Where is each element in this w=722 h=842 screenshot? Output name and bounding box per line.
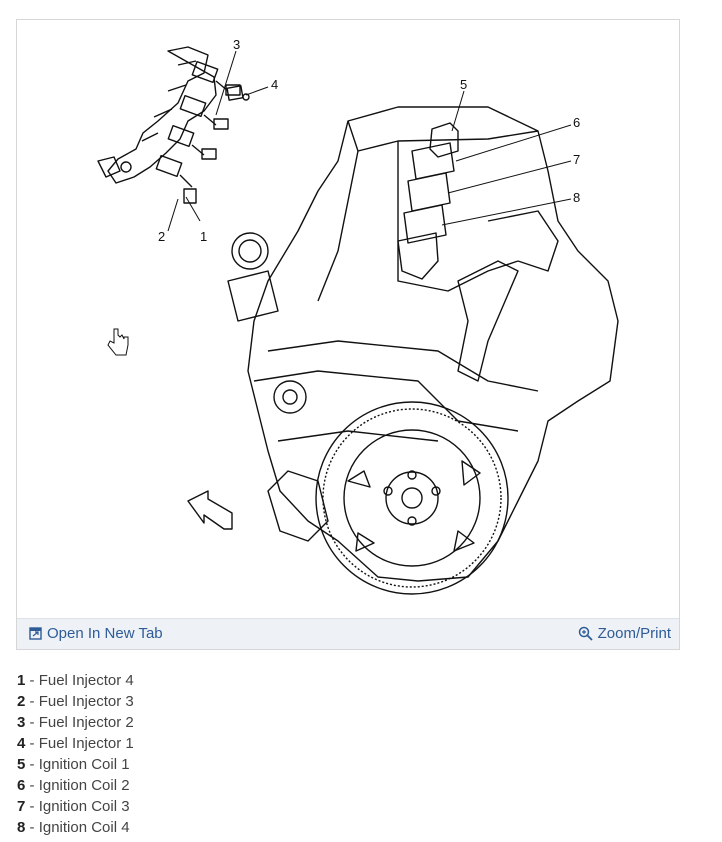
callout-6: 6 <box>573 115 580 130</box>
legend-item: 8 - Ignition Coil 4 <box>17 817 134 838</box>
legend-separator: - <box>25 756 39 773</box>
legend-text: Fuel Injector 3 <box>38 693 134 710</box>
legend-number: 3 <box>17 714 26 731</box>
legend-separator: - <box>25 777 39 794</box>
legend-number: 2 <box>17 693 26 710</box>
legend-item: 6 - Ignition Coil 2 <box>17 775 134 796</box>
fuel-injector-1-part <box>226 85 250 101</box>
legend-separator: - <box>25 798 39 815</box>
legend-number: 7 <box>17 798 26 815</box>
legend-text: Ignition Coil 1 <box>38 756 130 773</box>
callout-8: 8 <box>573 190 580 205</box>
legend-item: 3 - Fuel Injector 2 <box>17 712 134 733</box>
zoom-print-link[interactable]: Zoom/Print <box>578 625 671 642</box>
legend-separator: - <box>25 819 39 836</box>
legend-number: 6 <box>17 777 26 794</box>
legend-number: 5 <box>17 756 26 773</box>
engine-diagram[interactable]: 1 2 3 4 5 6 7 8 <box>18 21 678 619</box>
legend-text: Fuel Injector 2 <box>38 714 134 731</box>
legend-text: Ignition Coil 4 <box>38 819 130 836</box>
diagram-toolbar: Open In New Tab Zoom/Print <box>17 618 679 649</box>
legend-item: 2 - Fuel Injector 3 <box>17 691 134 712</box>
legend-item: 5 - Ignition Coil 1 <box>17 754 134 775</box>
legend-number: 4 <box>17 735 26 752</box>
callout-4: 4 <box>271 77 278 92</box>
legend-text: Fuel Injector 4 <box>38 672 134 689</box>
legend-separator: - <box>25 714 39 731</box>
legend-item: 7 - Ignition Coil 3 <box>17 796 134 817</box>
diagram-callouts: 1 2 3 4 5 6 7 8 <box>158 37 580 244</box>
legend-separator: - <box>25 672 39 689</box>
zoom-print-label: Zoom/Print <box>597 625 671 642</box>
callout-5: 5 <box>460 77 467 92</box>
open-in-new-tab-icon <box>29 627 42 640</box>
callout-1: 1 <box>200 229 207 244</box>
open-in-new-tab-link[interactable]: Open In New Tab <box>29 625 163 642</box>
legend-number: 8 <box>17 819 26 836</box>
legend-separator: - <box>25 735 39 752</box>
engine-block <box>227 106 619 595</box>
zoom-magnifier-icon <box>578 626 593 641</box>
legend-text: Ignition Coil 3 <box>38 798 130 815</box>
parts-legend: 1 - Fuel Injector 4 2 - Fuel Injector 3 … <box>17 670 134 838</box>
legend-item: 1 - Fuel Injector 4 <box>17 670 134 691</box>
legend-separator: - <box>25 693 39 710</box>
callout-2: 2 <box>158 229 165 244</box>
legend-number: 1 <box>17 672 26 689</box>
legend-text: Fuel Injector 1 <box>38 735 134 752</box>
diagram-frame: 1 2 3 4 5 6 7 8 Open In New Tab <box>16 19 680 650</box>
fuel-rail-assembly <box>97 46 241 204</box>
legend-item: 4 - Fuel Injector 1 <box>17 733 134 754</box>
callout-3: 3 <box>233 37 240 52</box>
legend-text: Ignition Coil 2 <box>38 777 130 794</box>
hand-cursor-icon <box>107 328 129 356</box>
callout-7: 7 <box>573 152 580 167</box>
open-in-new-tab-label: Open In New Tab <box>47 625 163 642</box>
front-direction-arrow-icon <box>187 490 233 530</box>
